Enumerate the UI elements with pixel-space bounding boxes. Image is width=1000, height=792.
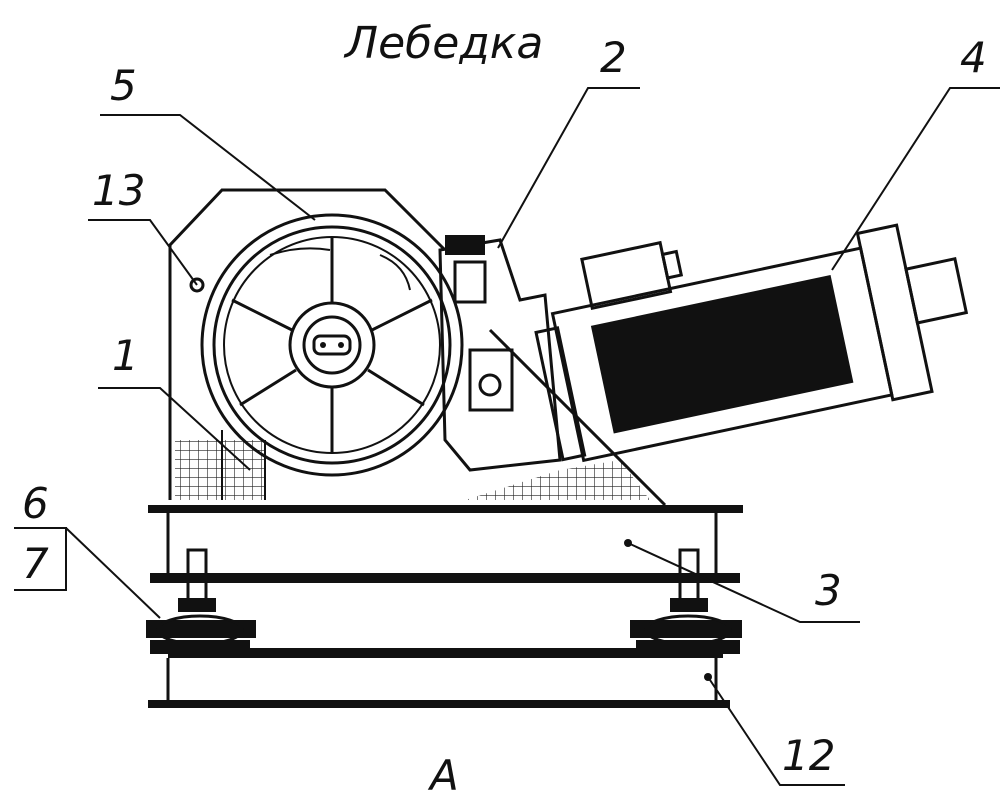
traction-sheave [200, 213, 464, 477]
base-frame [148, 648, 730, 708]
callout-3-label: 3 [815, 566, 842, 615]
callout-1-label: 1 [112, 331, 139, 380]
callout-3: 3 [627, 542, 860, 623]
callout-12: 12 [707, 676, 845, 786]
callout-7-label: 7 [22, 539, 49, 588]
callout-4: 4 [831, 33, 1000, 271]
left-isolator [146, 548, 256, 654]
callout-5-label: 5 [110, 61, 137, 110]
right-isolator [630, 548, 742, 654]
left-hatched-area [175, 440, 265, 500]
view-label: A [427, 751, 459, 792]
gearbox [438, 235, 562, 472]
motor [534, 223, 969, 463]
callout-4-label: 4 [960, 33, 987, 82]
callout-13-label: 13 [92, 166, 145, 215]
right-hatched-area [465, 460, 650, 500]
callout-5: 5 [100, 61, 316, 221]
callout-2: 2 [497, 33, 640, 249]
callout-2-label: 2 [600, 33, 627, 82]
callout-12-label: 12 [782, 731, 835, 780]
callout-6-label: 6 [22, 479, 49, 528]
callout-1: 1 [98, 331, 251, 471]
drawing-title: Лебедка [343, 18, 543, 69]
callout-13: 13 [88, 166, 198, 286]
callout-6-7: 6 7 [14, 479, 161, 619]
